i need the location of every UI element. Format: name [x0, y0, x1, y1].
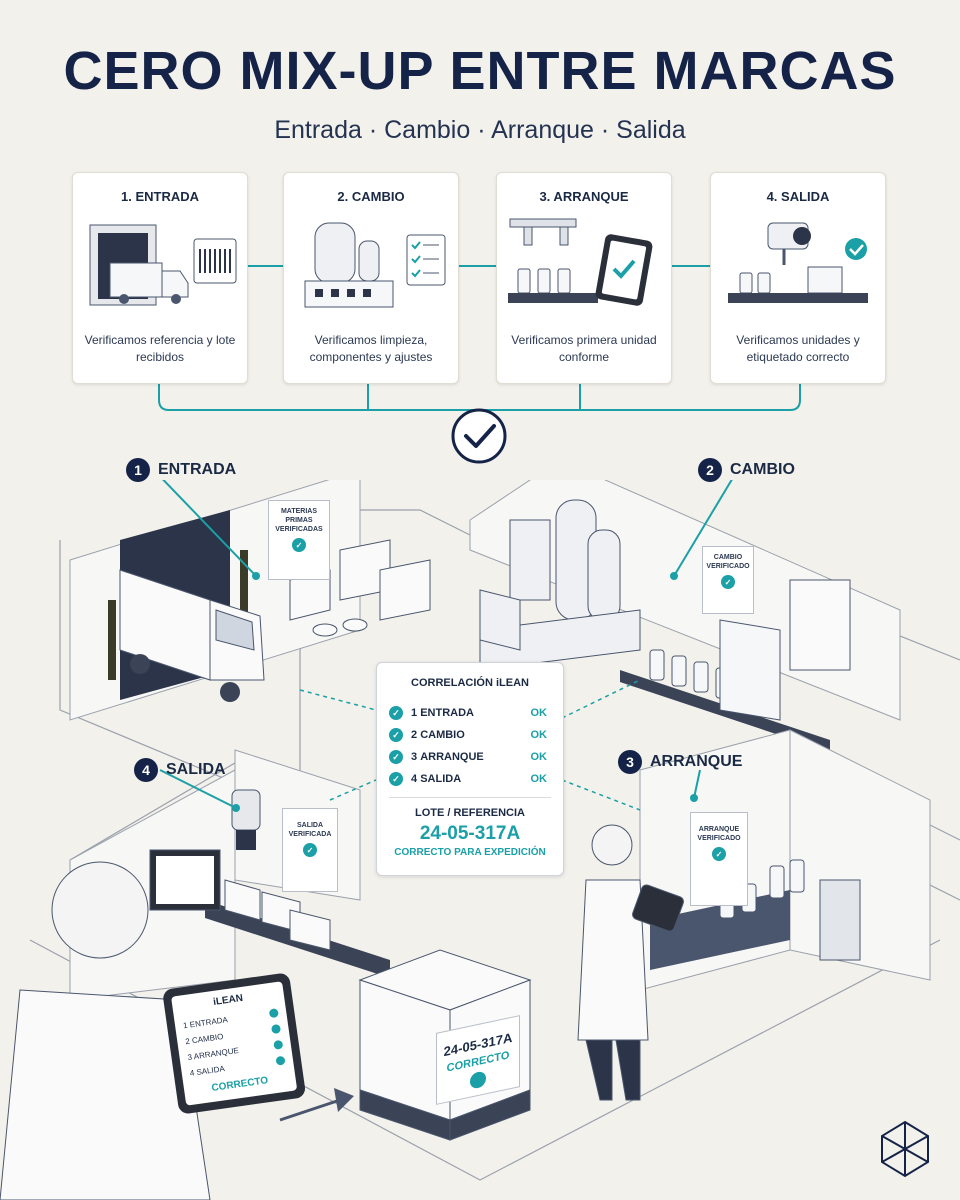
operator-tablet: iLEAN 1 ENTRADA 2 CAMBIO 3 ARRANQUE 4 SA… — [162, 972, 307, 1115]
row-status: OK — [530, 707, 548, 719]
panel-row: ✓ 2 CAMBIO OK — [389, 725, 547, 745]
zone-number: 2 — [698, 458, 722, 482]
truck-icon — [119, 569, 265, 702]
check-icon: ✓ — [389, 706, 403, 720]
tablet-screen: iLEAN 1 ENTRADA 2 CAMBIO 3 ARRANQUE 4 SA… — [171, 981, 298, 1106]
panel-header: CORRELACIÓN iLEAN — [411, 677, 529, 689]
zone-label-cambio: 2 CAMBIO — [698, 458, 795, 482]
zone-label-salida: 4 SALIDA — [134, 758, 226, 782]
sign-cambio: CAMBIO VERIFICADO ✓ — [702, 546, 754, 614]
check-icon: ✓ — [389, 772, 403, 786]
camera-icon — [767, 222, 811, 265]
center-check-icon — [451, 408, 507, 464]
check-icon: ✓ — [389, 728, 403, 742]
zone-label-arranque: 3 ARRANQUE — [618, 750, 742, 774]
check-icon: ✓ — [721, 575, 735, 589]
tanks-checklist-icon — [304, 222, 446, 308]
panel-row: ✓ 1 ENTRADA OK — [389, 703, 547, 723]
row-status: OK — [530, 751, 548, 763]
sign-materias-primas: MATERIAS PRIMAS VERIFICADAS ✓ — [268, 500, 330, 580]
row-label: ARRANQUE — [420, 751, 484, 763]
step-desc: Verificamos referencia y lote recibidos — [84, 333, 236, 364]
row-status: OK — [530, 729, 548, 741]
line-tablet-icon — [508, 218, 653, 306]
lot-header: LOTE / REFERENCIA — [414, 807, 525, 819]
step-title: 3. ARRANQUE — [539, 189, 629, 204]
panel-row: ✓ 4 SALIDA OK — [389, 769, 547, 789]
check-icon — [845, 238, 867, 260]
warehouse-truck-icon — [89, 224, 237, 306]
check-icon — [275, 1055, 286, 1066]
check-icon — [470, 1070, 486, 1090]
bottles-icon — [517, 268, 571, 294]
step-title: 4. SALIDA — [766, 189, 830, 204]
lot-status: CORRECTO PARA EXPEDICIÓN — [394, 847, 546, 858]
sign-arranque: ARRANQUE VERIFICADO ✓ — [690, 812, 748, 906]
barcode-icon — [193, 238, 237, 284]
zone-name: ARRANQUE — [650, 753, 743, 770]
row-status: OK — [530, 773, 548, 785]
row-number: 2 — [411, 729, 418, 741]
sign-text: CAMBIO VERIFICADO — [706, 554, 750, 570]
logo-icon — [881, 1120, 929, 1178]
sign-text: SALIDA VERIFICADA — [288, 822, 332, 838]
zone-name: CAMBIO — [730, 461, 795, 478]
row-number: 4 — [411, 773, 418, 785]
tablet-check-icon — [595, 234, 653, 306]
zone-label-entrada: 1 ENTRADA — [126, 458, 236, 482]
row-number: 3 — [411, 751, 418, 763]
step-card-cambio: 2. CAMBIO Verificamos limpieza, componen… — [283, 172, 459, 384]
step-card-entrada: 1. ENTRADA Verificamos referencia y lote… — [72, 172, 248, 384]
panel-row: ✓ 3 ARRANQUE OK — [389, 747, 547, 767]
pallet-icon — [728, 266, 868, 303]
panel-divider — [389, 797, 551, 798]
camera-pallet-icon — [728, 222, 868, 303]
check-icon: ✓ — [389, 750, 403, 764]
card-connectors — [158, 265, 801, 464]
sign-text: MATERIAS PRIMAS VERIFICADAS — [275, 508, 323, 533]
check-icon — [270, 1023, 282, 1034]
check-icon: ✓ — [292, 538, 306, 552]
check-icon: ✓ — [303, 843, 317, 857]
row-label: ENTRADA — [420, 707, 474, 719]
check-icon: ✓ — [712, 847, 726, 861]
sign-text: ARRANQUE VERIFICADO — [697, 826, 741, 842]
step-card-arranque: 3. ARRANQUE Verificamos primera unidad c… — [496, 172, 672, 384]
row-label: CAMBIO — [420, 729, 465, 741]
row-label: SALIDA — [420, 773, 462, 785]
step-desc: Verificamos unidades y etiquetado correc… — [736, 333, 860, 364]
plant-illustration — [0, 480, 960, 1200]
step-desc: Verificamos primera unidad conforme — [511, 333, 657, 364]
row-number: 1 — [411, 707, 418, 719]
zone-number: 4 — [134, 758, 158, 782]
page-title: CERO MIX-UP ENTRE MARCAS — [63, 41, 897, 101]
step-card-salida: 4. SALIDA Verificamos unidades y etiquet… — [710, 172, 886, 384]
step-desc: Verificamos limpieza, componentes y ajus… — [309, 333, 433, 364]
lot-value: 24-05-317A — [419, 823, 521, 844]
zone-name: ENTRADA — [158, 461, 237, 478]
inspection-camera-icon — [231, 789, 261, 850]
sign-salida: SALIDA VERIFICADA ✓ — [282, 808, 338, 892]
check-icon — [268, 1007, 279, 1018]
zone-number: 1 — [126, 458, 150, 482]
zone-name: SALIDA — [166, 761, 226, 778]
checklist-icon — [406, 234, 446, 286]
check-icon — [273, 1039, 284, 1050]
correlation-panel: CORRELACIÓN iLEAN ✓ 1 ENTRADA OK ✓ 2 CAM… — [376, 662, 564, 876]
step-title: 1. ENTRADA — [120, 189, 199, 204]
operator-left — [0, 861, 211, 1200]
operator-right — [577, 824, 684, 1101]
page-subtitle: Entrada · Cambio · Arranque · Salida — [274, 116, 686, 144]
step-title: 2. CAMBIO — [337, 189, 405, 204]
zone-number: 3 — [618, 750, 642, 774]
